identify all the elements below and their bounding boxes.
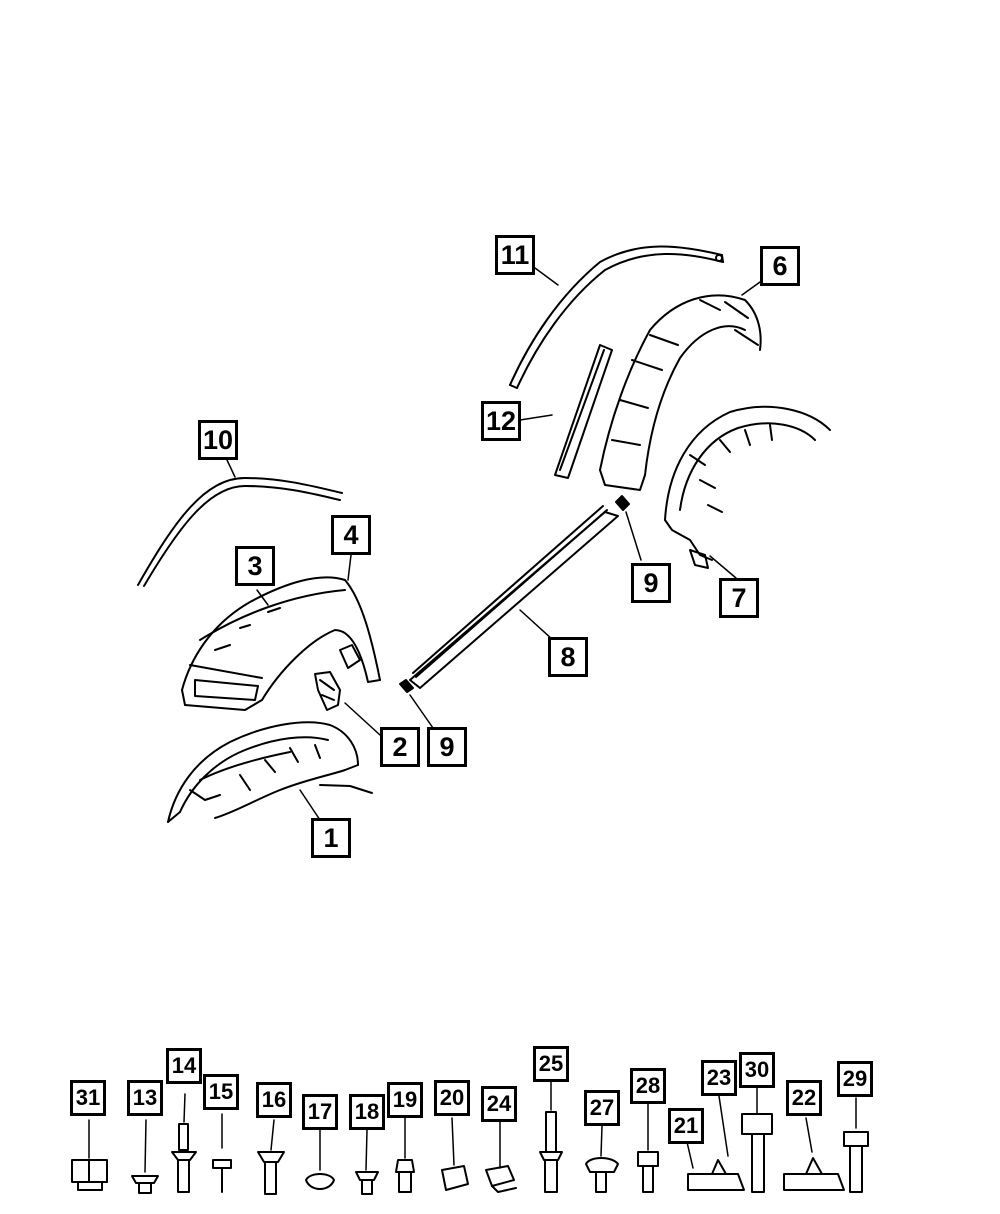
callout-31: 31 xyxy=(70,1080,106,1116)
callout-1: 1 xyxy=(311,818,351,858)
callout-17: 17 xyxy=(302,1094,338,1130)
callout-20: 20 xyxy=(434,1080,470,1116)
callout-27: 27 xyxy=(584,1090,620,1126)
callout-15: 15 xyxy=(203,1074,239,1110)
part-6-rear-fender-flare xyxy=(599,294,762,491)
hardware-21-nut-strip xyxy=(687,1159,745,1191)
hardware-14-rivet xyxy=(171,1123,197,1193)
part-3-front-fender-flare xyxy=(181,576,381,711)
hardware-30-bolt xyxy=(741,1113,773,1193)
part-7-rear-wheel-liner xyxy=(664,405,831,569)
callout-25: 25 xyxy=(533,1046,569,1082)
hardware-19-clip xyxy=(395,1159,415,1193)
hardware-27-push-pin xyxy=(585,1157,619,1193)
part-12-rear-strip xyxy=(554,344,613,479)
callout-9-front: 9 xyxy=(427,727,467,767)
hardware-17-clip xyxy=(305,1173,335,1190)
hardware-22-nut-strip xyxy=(783,1157,845,1191)
part-11-rear-molding xyxy=(509,245,724,389)
hardware-31-nut xyxy=(71,1159,108,1191)
hardware-13-push-pin xyxy=(131,1175,159,1194)
hardware-15-clip xyxy=(212,1159,232,1193)
callout-8: 8 xyxy=(548,637,588,677)
callout-22: 22 xyxy=(786,1080,822,1116)
hardware-28-bolt xyxy=(637,1151,659,1193)
callout-29: 29 xyxy=(837,1061,873,1097)
callout-21: 21 xyxy=(668,1108,704,1144)
part-8-rocker-molding xyxy=(409,505,619,689)
hardware-25-rivet xyxy=(539,1111,563,1193)
hardware-leaders xyxy=(88,1079,857,1173)
callout-23: 23 xyxy=(701,1060,737,1096)
callout-12: 12 xyxy=(481,401,521,441)
hardware-20-retainer xyxy=(441,1165,469,1191)
callout-16: 16 xyxy=(256,1082,292,1118)
hardware-16-push-pin xyxy=(257,1151,285,1195)
part-10-front-molding xyxy=(137,477,343,587)
callout-10: 10 xyxy=(198,420,238,460)
part-9-end-caps xyxy=(399,495,630,693)
callout-28: 28 xyxy=(630,1068,666,1104)
callout-3: 3 xyxy=(235,546,275,586)
callout-13: 13 xyxy=(127,1080,163,1116)
callout-4: 4 xyxy=(331,515,371,555)
callout-24: 24 xyxy=(481,1086,517,1122)
callout-6: 6 xyxy=(760,246,800,286)
callout-18: 18 xyxy=(349,1094,385,1130)
callout-7: 7 xyxy=(719,578,759,618)
callout-30: 30 xyxy=(739,1052,775,1088)
callout-14: 14 xyxy=(166,1048,202,1084)
callout-11: 11 xyxy=(495,235,535,275)
part-2-bracket xyxy=(314,671,341,711)
hardware-29-bolt xyxy=(843,1131,869,1193)
hardware-24-clip xyxy=(485,1165,517,1193)
callout-9-rear: 9 xyxy=(631,563,671,603)
part-1-front-wheel-liner xyxy=(167,721,373,823)
callout-2: 2 xyxy=(380,727,420,767)
callout-19: 19 xyxy=(387,1082,423,1118)
leader-lines xyxy=(226,267,761,821)
hardware-18-push-pin xyxy=(355,1171,379,1195)
